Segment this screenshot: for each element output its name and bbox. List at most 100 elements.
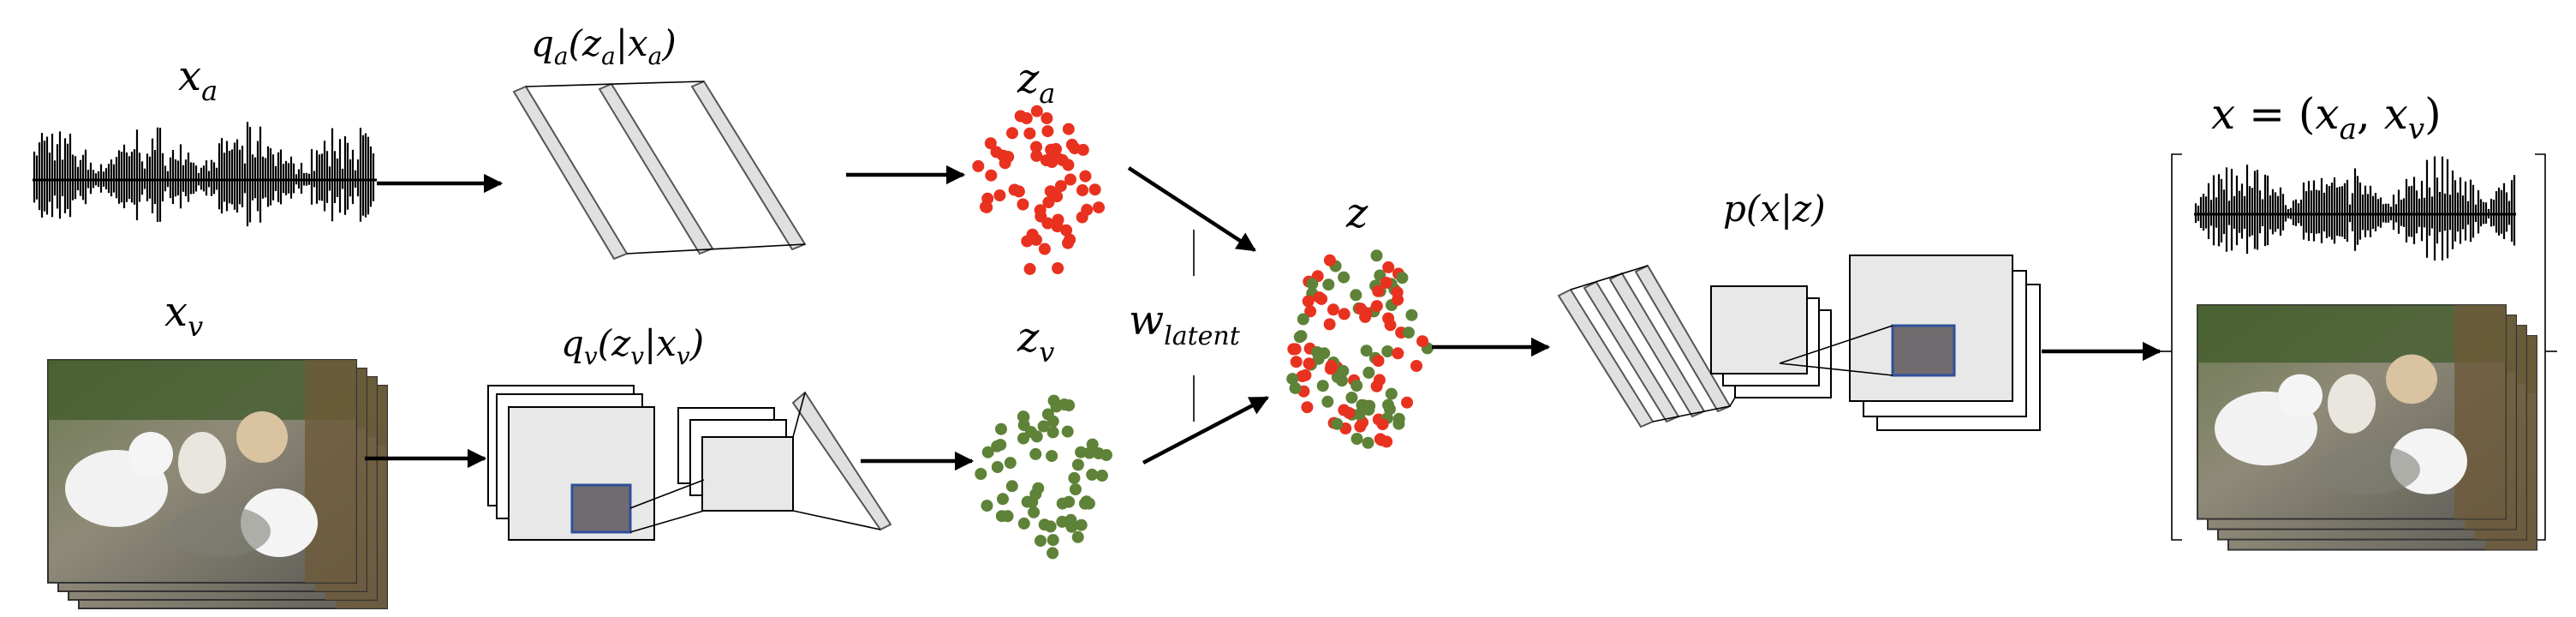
latent-point — [1051, 220, 1064, 233]
label-q-a: qa(za|xa) — [531, 22, 677, 70]
latent-point — [1046, 534, 1059, 547]
latent-point — [1100, 449, 1112, 461]
latent-point — [1338, 308, 1351, 320]
latent-point — [1093, 201, 1105, 214]
label-x-v: xv — [164, 288, 203, 343]
latent-point — [1086, 468, 1099, 481]
label-q-v: qv(zv|xv) — [561, 322, 704, 370]
latent-point — [1035, 535, 1046, 548]
label-x-a: xa — [178, 52, 218, 107]
latent-point — [1037, 420, 1050, 433]
latent-point — [1063, 495, 1076, 508]
latent-point — [1362, 436, 1374, 449]
latent-point — [1306, 278, 1319, 291]
arrow-zv-to-z — [1142, 396, 1269, 464]
latent-point — [1038, 243, 1051, 255]
latent-point — [1304, 305, 1317, 318]
latent-point — [1401, 396, 1413, 409]
latent-point — [1350, 289, 1363, 302]
latent-point — [1052, 262, 1064, 274]
latent-point — [1360, 344, 1373, 357]
audio-waveform-icon — [2194, 156, 2516, 261]
latent-point — [1363, 404, 1375, 416]
latent-point — [1375, 434, 1388, 446]
latent-point — [1360, 307, 1373, 320]
latent-point — [1325, 360, 1338, 372]
label-z: z — [1345, 189, 1368, 237]
latent-point — [1381, 345, 1394, 357]
latent-point — [1286, 373, 1299, 386]
latent-point — [1004, 457, 1017, 470]
audio-encoder — [512, 80, 807, 261]
latent-point — [991, 440, 1004, 452]
latent-point — [1005, 480, 1018, 493]
latent-point — [1062, 123, 1075, 135]
latent-point — [1402, 326, 1415, 339]
latent-point — [1023, 262, 1036, 275]
latent-point — [1289, 381, 1302, 394]
latent-point — [1088, 183, 1101, 196]
latent-point — [1060, 224, 1073, 237]
latent-point — [1046, 156, 1058, 168]
latent-point — [981, 446, 994, 458]
latent-point — [1030, 141, 1042, 153]
latent-point — [1061, 425, 1074, 438]
latent-cloud-z-a — [972, 105, 1105, 275]
visual-encoder — [487, 385, 892, 541]
latent-cloud-z-v — [975, 394, 1112, 560]
latent-point — [1331, 417, 1344, 430]
latent-point — [1014, 110, 1027, 123]
latent-point — [1383, 403, 1396, 416]
latent-point — [995, 422, 1007, 435]
latent-point — [1030, 149, 1043, 162]
latent-point — [972, 159, 985, 172]
latent-point — [1041, 125, 1054, 138]
latent-point — [1017, 517, 1030, 530]
latent-point — [1064, 173, 1076, 186]
cat-image-stack-icon — [47, 359, 388, 609]
latent-point — [1316, 380, 1329, 392]
latent-point — [1051, 190, 1064, 203]
latent-point — [1380, 276, 1392, 289]
label-p-x-given-z: p(x|z) — [1723, 188, 1826, 230]
latent-point — [1083, 446, 1096, 459]
latent-point — [1373, 374, 1386, 386]
latent-point — [1345, 392, 1358, 404]
latent-point — [1008, 183, 1021, 196]
latent-point — [1287, 343, 1300, 356]
latent-point — [1079, 170, 1092, 183]
latent-point — [1046, 450, 1058, 463]
latent-point — [1303, 357, 1315, 370]
latent-point — [1041, 217, 1054, 230]
latent-point — [1081, 203, 1094, 216]
latent-point — [1068, 471, 1081, 484]
latent-point — [1023, 127, 1036, 140]
latent-point — [1075, 518, 1088, 531]
latent-point — [1321, 395, 1334, 408]
latent-point — [1017, 198, 1029, 211]
latent-point — [1063, 399, 1076, 411]
latent-point — [981, 500, 993, 512]
latent-point — [1338, 271, 1351, 284]
latent-point — [1396, 272, 1409, 285]
latent-point — [1351, 380, 1363, 392]
latent-point — [1323, 318, 1336, 331]
latent-point — [1038, 518, 1051, 531]
latent-point — [1382, 312, 1395, 325]
latent-point — [997, 493, 1009, 506]
latent-point — [1376, 418, 1389, 431]
latent-point — [1351, 433, 1363, 445]
latent-point — [1030, 105, 1043, 117]
latent-point — [1370, 249, 1383, 262]
latent-point — [981, 192, 994, 205]
latent-point — [1028, 506, 1041, 518]
latent-point — [997, 149, 1010, 162]
latent-point — [1071, 530, 1084, 543]
latent-cloud-z — [1286, 249, 1434, 449]
latent-point — [1354, 420, 1367, 433]
latent-point — [1065, 520, 1078, 533]
label-w-latent: wlatent — [1129, 297, 1241, 351]
decoder — [1557, 255, 2041, 431]
latent-point — [1313, 291, 1326, 304]
latent-point — [1297, 313, 1309, 326]
